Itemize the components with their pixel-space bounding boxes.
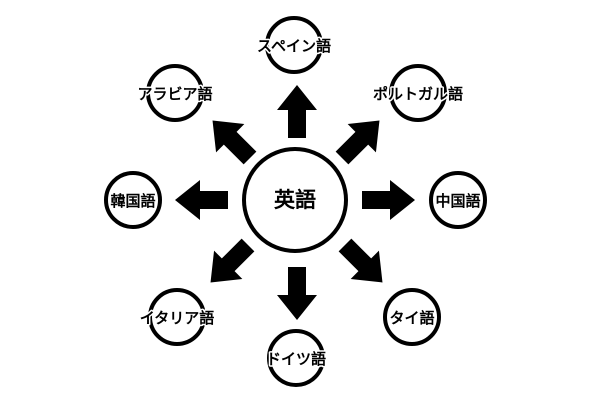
- arrow-to-thai: [338, 238, 383, 283]
- node-german: ドイツ語: [264, 329, 328, 387]
- node-chinese: 中国語: [429, 171, 487, 229]
- node-label-italian: イタリア語: [140, 309, 214, 327]
- node-circle-german: [267, 329, 325, 387]
- node-portuguese: ポルトガル語: [371, 64, 465, 122]
- node-italian: イタリア語: [138, 288, 216, 346]
- arrow-to-spanish: [277, 85, 317, 138]
- arrow-to-german: [277, 267, 317, 320]
- node-label-portuguese: ポルトガル語: [373, 85, 463, 103]
- node-label-arabic: アラビア語: [137, 85, 212, 103]
- node-circle-spanish: [265, 16, 323, 74]
- node-label-spanish: スペイン語: [257, 37, 331, 55]
- center-node: 英語: [242, 147, 348, 253]
- arrow-to-chinese: [362, 180, 415, 220]
- node-thai: タイ語: [383, 288, 441, 346]
- node-circle-portuguese: [389, 64, 447, 122]
- node-label-korean: 韓国語: [110, 192, 155, 210]
- node-spanish: スペイン語: [256, 16, 332, 74]
- center-circle: [242, 147, 348, 253]
- node-label-chinese: 中国語: [435, 192, 480, 210]
- arrow-to-italian: [210, 238, 255, 283]
- arrow-to-arabic: [212, 120, 257, 165]
- node-circle-italian: [148, 288, 206, 346]
- node-circle-chinese: [429, 171, 487, 229]
- node-label-thai: タイ語: [389, 309, 434, 327]
- arrow-to-korean: [175, 180, 228, 220]
- node-circle-thai: [383, 288, 441, 346]
- node-circle-arabic: [146, 64, 204, 122]
- center-label: 英語: [274, 188, 316, 212]
- node-arabic: アラビア語: [136, 64, 214, 122]
- arrow-to-portuguese: [335, 120, 380, 165]
- node-label-german: ドイツ語: [266, 350, 326, 368]
- node-korean: 韓国語: [104, 171, 162, 229]
- node-circle-korean: [104, 171, 162, 229]
